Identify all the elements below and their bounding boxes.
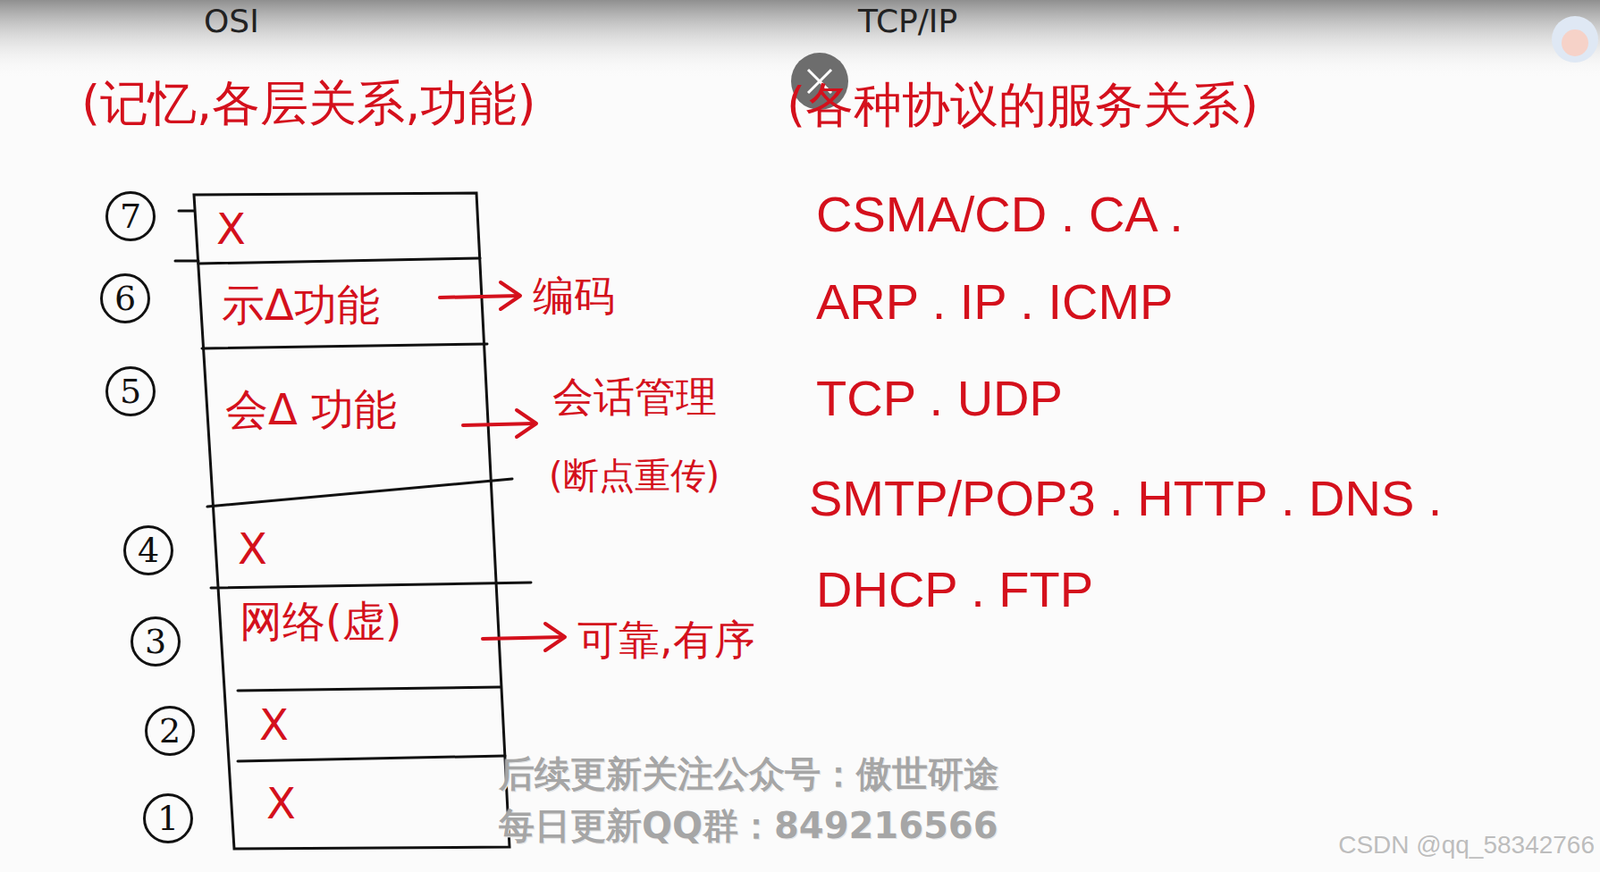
watermark: CSDN @qq_58342766	[1338, 831, 1595, 860]
section-subtitle: (各种协议的服务关系)	[786, 77, 1259, 134]
section-title: TCP/IP	[858, 2, 958, 40]
protocol-line: DHCP . FTP	[816, 561, 1094, 619]
osi-layer-row: 示Δ功能	[202, 266, 480, 346]
protocol-line: SMTP/POP3 . HTTP . DNS .	[808, 470, 1442, 528]
leader-arrows	[439, 282, 565, 651]
function-note: 编码	[532, 272, 615, 320]
function-note: (断点重传)	[548, 454, 720, 497]
layer-number-circle: 4	[123, 525, 174, 576]
layer-number-circle: 2	[144, 706, 195, 757]
osi-layer-row: 网络(虚)	[219, 591, 506, 685]
layer-number-circle: 1	[143, 793, 194, 844]
layer-label: 会Δ 功能	[225, 381, 397, 439]
section-title: OSI	[203, 2, 260, 40]
layer-number-circle: 7	[105, 191, 156, 242]
watermark: 每日更新QQ群：849216566	[498, 805, 999, 847]
layer-label: 示Δ功能	[221, 277, 380, 335]
osi-layer-row: X	[239, 693, 499, 757]
layer-label: X	[259, 699, 289, 750]
osi-layer-row: 会Δ 功能	[205, 351, 483, 495]
layer-label: X	[266, 778, 296, 829]
osi-layer-row: X	[196, 198, 474, 260]
layer-label: X	[216, 203, 246, 254]
function-note: 可靠,有序	[577, 616, 756, 665]
layer-number: 3	[144, 622, 167, 662]
layer-number: 6	[114, 278, 136, 319]
layer-number: 7	[119, 196, 142, 236]
layer-number: 1	[157, 799, 179, 839]
protocol-line: ARP . IP . ICMP	[816, 273, 1173, 331]
layer-number-circle: 6	[100, 273, 151, 324]
layer-number: 4	[137, 530, 160, 571]
section-subtitle: (记忆,各层关系,功能)	[81, 75, 536, 132]
layer-number-circle: 5	[105, 366, 156, 417]
osi-stack-outline	[175, 193, 531, 850]
function-note: 会话管理	[552, 373, 717, 422]
protocol-line: TCP . UDP	[816, 370, 1063, 428]
layer-label: 网络(虚)	[239, 593, 402, 651]
layer-number-circle: 3	[130, 616, 181, 667]
protocol-line: CSMA/CD . CA .	[816, 185, 1184, 244]
layer-label: X	[237, 523, 268, 574]
watermark: 后续更新关注公众号：傲世研途	[498, 753, 1000, 795]
osi-layer-row: X	[212, 513, 499, 584]
layer-number: 2	[159, 711, 181, 751]
osi-layer-row: X	[241, 764, 503, 843]
avatar-icon	[1551, 16, 1599, 63]
layer-number: 5	[119, 371, 142, 412]
